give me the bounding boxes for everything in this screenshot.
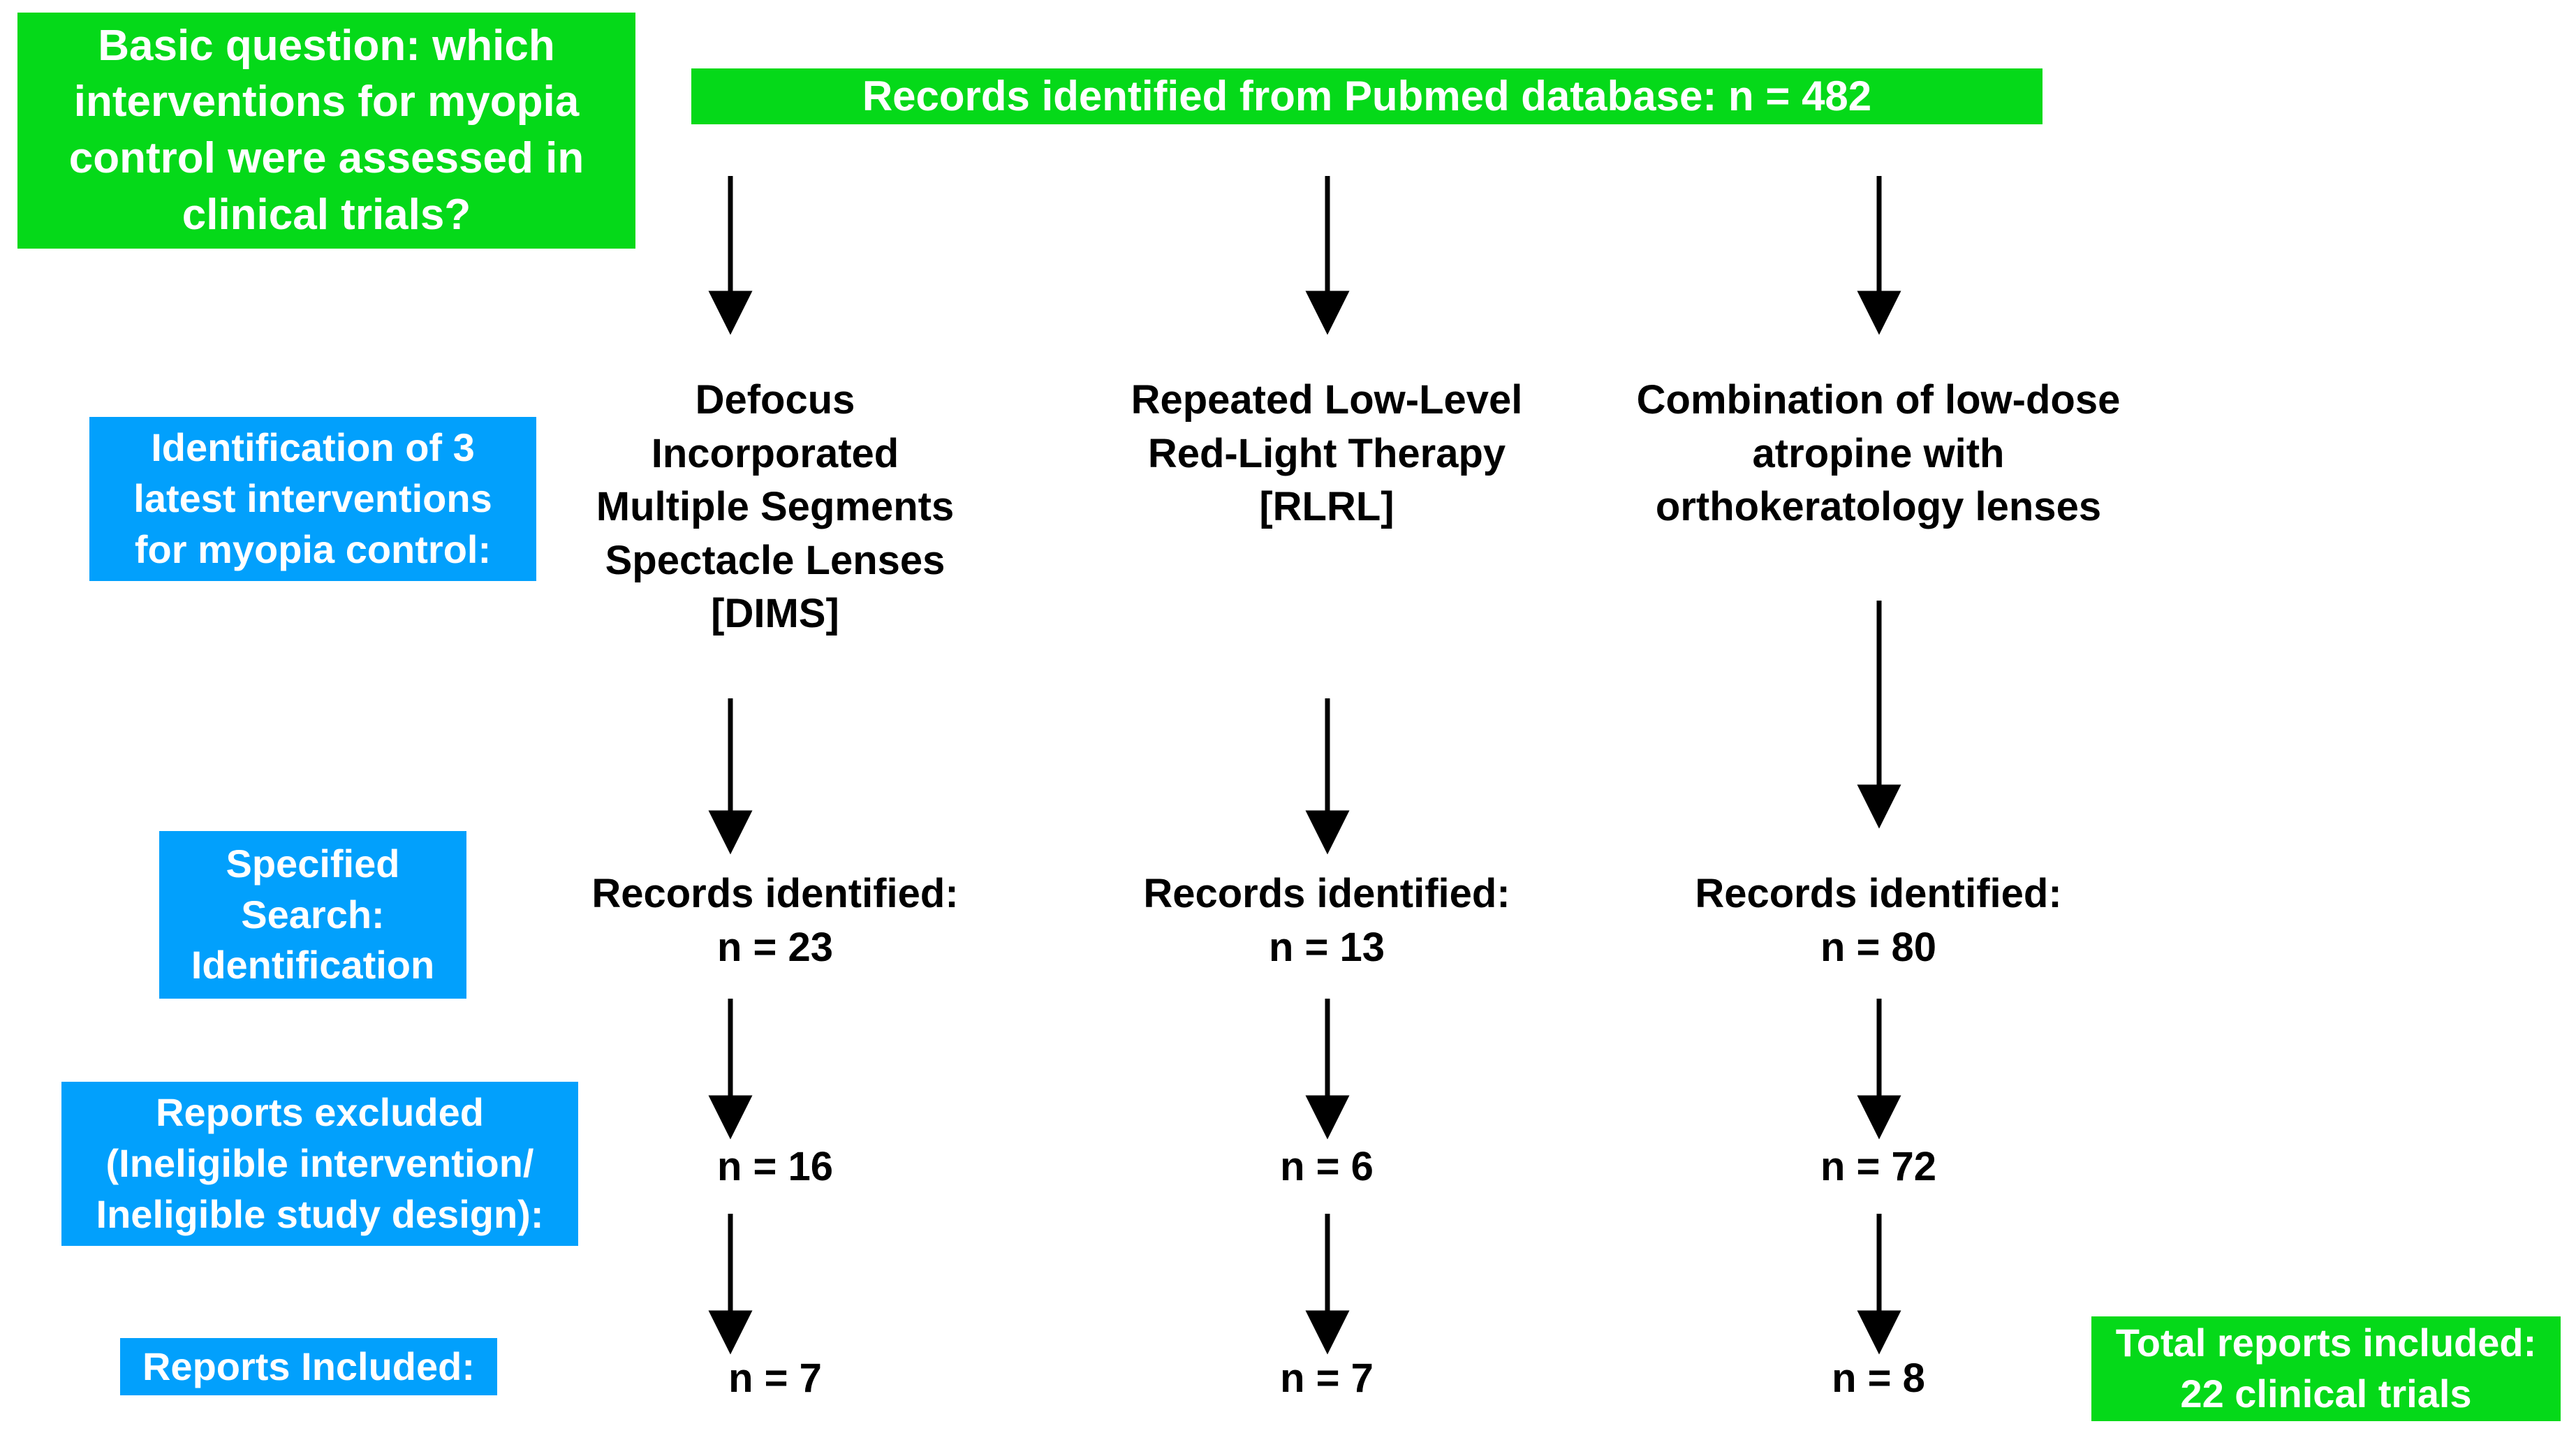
- column-heading-atropine-ok: Combination of low-dose atropine with or…: [1636, 377, 2121, 530]
- reports-included-value-col1: n = 7: [728, 1356, 822, 1401]
- column-heading-dims: Defocus Incorporated Multiple Segments S…: [596, 377, 955, 637]
- reports-included-value-col3: n = 8: [1832, 1356, 1925, 1401]
- records-identified-label-col3: Records identified:: [1695, 871, 2062, 916]
- reports-included-value-col2: n = 7: [1280, 1356, 1374, 1401]
- records-identified-source-box: Records identified from Pubmed database:…: [691, 68, 2043, 124]
- records-identified-value-col1: n = 23: [716, 924, 834, 970]
- records-identified-label-col1: Records identified:: [591, 871, 959, 916]
- stage-label-reports-excluded: Reports excluded (Ineligible interventio…: [61, 1082, 578, 1246]
- reports-excluded-value-col2: n = 6: [1280, 1144, 1374, 1189]
- stage-label-reports-included: Reports Included:: [120, 1338, 497, 1395]
- records-identified-value-col3: n = 80: [1820, 924, 1937, 970]
- basic-question-box: Basic question: which interventions for …: [17, 13, 635, 249]
- reports-excluded-value-col1: n = 16: [716, 1144, 834, 1189]
- records-identified-label-col2: Records identified:: [1143, 871, 1510, 916]
- stage-label-identification: Identification of 3 latest interventions…: [89, 417, 536, 581]
- records-identified-col1: Records identified: n = 23: [517, 867, 1033, 974]
- column-heading-rlrl: Repeated Low-Level Red-Light Therapy [RL…: [1131, 377, 1523, 530]
- records-identified-value-col2: n = 13: [1268, 924, 1385, 970]
- records-identified-col3: Records identified: n = 80: [1620, 867, 2137, 974]
- stage-label-specified-search: Specified Search: Identification: [159, 831, 466, 999]
- total-reports-included-box: Total reports included: 22 clinical tria…: [2091, 1316, 2561, 1421]
- records-identified-col2: Records identified: n = 13: [1068, 867, 1585, 974]
- reports-excluded-value-col3: n = 72: [1820, 1144, 1937, 1189]
